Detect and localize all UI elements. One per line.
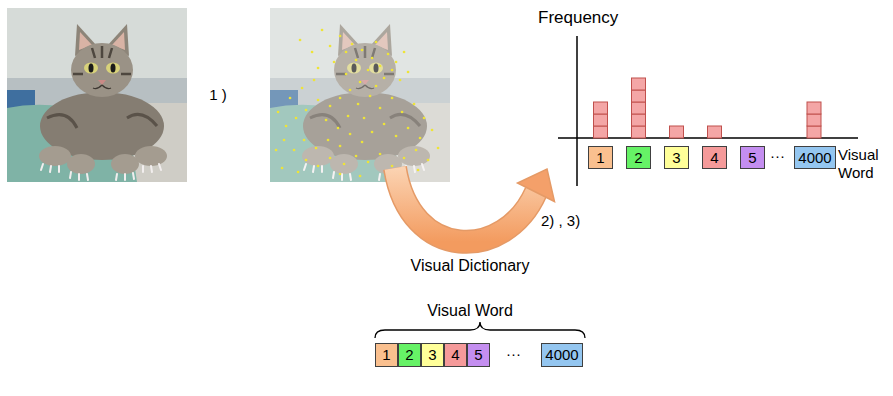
word-number: 1 [382, 346, 390, 364]
axis-title: Visual Word [838, 146, 890, 182]
step-label: 2) , 3) [541, 212, 580, 230]
visual-word-box: 4 [444, 343, 467, 367]
step-arrow: 1 ) [190, 72, 266, 118]
group-heading: Visual Word [350, 301, 590, 320]
word-number: 2 [405, 346, 413, 364]
ellipsis: ··· [770, 147, 785, 165]
word-number: 5 [474, 346, 482, 364]
visual-word-box: 2 [398, 343, 421, 367]
visual-word-box: 3 [664, 146, 689, 169]
word-number: 4 [710, 149, 718, 167]
visual-word-box: 4 [702, 146, 727, 169]
word-number: 3 [428, 346, 436, 364]
dictionary-title: Visual Dictionary [350, 256, 590, 275]
visual-word-box: 4000 [794, 146, 836, 169]
visual-word-box: 4000 [541, 343, 583, 367]
dictionary-cylinder: Visual DictionaryVisual Word 12345 4000 [350, 232, 590, 388]
visual-word-box: 1 [588, 146, 613, 169]
word-number: 4 [451, 346, 459, 364]
word-number: 5 [748, 149, 756, 167]
ellipsis: ··· [506, 345, 521, 363]
visual-word-box: 3 [421, 343, 444, 367]
word-number: 2 [634, 149, 642, 167]
step-number: 1 ) [209, 86, 227, 104]
word-number: 4000 [545, 346, 578, 364]
word-number: 4000 [798, 149, 831, 167]
visual-word-box: 1 [375, 343, 398, 367]
visual-word-box: 2 [626, 146, 651, 169]
word-number: 1 [596, 149, 604, 167]
word-number: 3 [672, 149, 680, 167]
axis-title: Frequency [538, 8, 618, 28]
arrow-shape [190, 72, 266, 118]
visual-word-box: 5 [467, 343, 490, 367]
visual-word-box: 5 [740, 146, 765, 169]
